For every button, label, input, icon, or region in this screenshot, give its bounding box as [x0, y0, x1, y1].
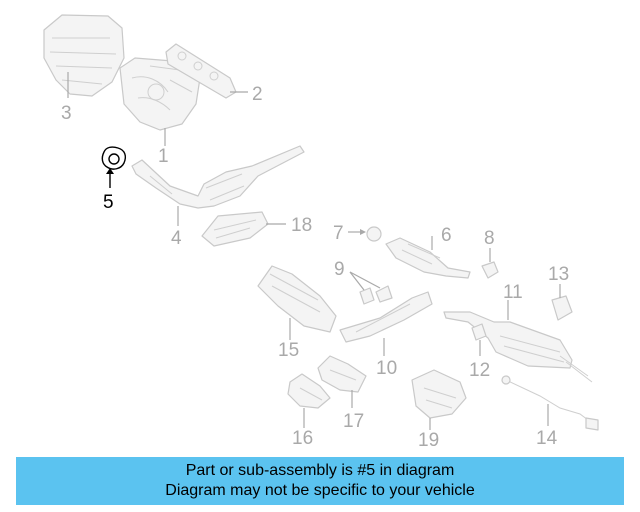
part-8-hanger — [481, 248, 499, 279]
callout-14: 14 — [536, 428, 558, 449]
part-6-center-muffler — [385, 236, 471, 279]
part-4-front-pipe — [131, 145, 305, 226]
callout-7: 7 — [333, 223, 344, 244]
part-15-heat-shield — [257, 265, 337, 340]
callout-1: 1 — [158, 146, 169, 167]
callout-3: 3 — [61, 103, 72, 124]
callout-9: 9 — [334, 259, 345, 280]
callout-11: 11 — [503, 282, 523, 303]
callout-8: 8 — [484, 228, 495, 249]
callout-5-highlighted: 5 — [103, 192, 114, 213]
info-banner: Part or sub-assembly is #5 in diagram Di… — [16, 457, 624, 505]
callout-15: 15 — [278, 340, 299, 361]
callout-6: 6 — [441, 225, 452, 246]
part-10-heat-shield — [339, 291, 433, 356]
part-17-heat-shield — [317, 355, 367, 408]
callout-4: 4 — [171, 228, 182, 249]
callout-18: 18 — [291, 215, 312, 236]
part-14-oxygen-sensor — [501, 375, 599, 431]
banner-line-1: Part or sub-assembly is #5 in diagram — [185, 462, 455, 479]
callout-2: 2 — [252, 84, 263, 105]
callout-17: 17 — [343, 411, 364, 432]
part-13-bracket — [551, 284, 573, 321]
part-9-brackets — [349, 271, 393, 305]
banner-line-2: Diagram may not be specific to your vehi… — [165, 482, 475, 499]
callout-16: 16 — [292, 428, 313, 449]
part-5-gasket — [101, 146, 127, 188]
part-3-heat-shield — [43, 14, 125, 98]
callout-12: 12 — [469, 360, 490, 381]
part-7-clamp — [348, 226, 382, 242]
part-16-bracket — [287, 373, 331, 428]
part-12-clamp — [471, 323, 487, 356]
callout-13: 13 — [548, 264, 569, 285]
part-18-heat-shield — [201, 211, 286, 247]
callout-19: 19 — [418, 430, 439, 451]
part-19-heat-shield — [411, 369, 467, 430]
part-2-manifold-gasket — [165, 43, 248, 99]
part-1-exhaust-manifold — [119, 57, 201, 146]
callout-10: 10 — [376, 358, 397, 379]
